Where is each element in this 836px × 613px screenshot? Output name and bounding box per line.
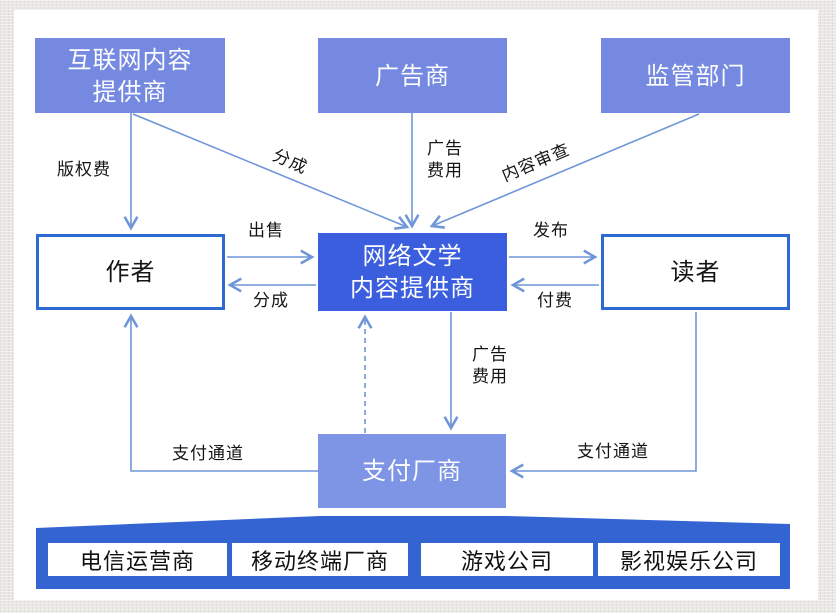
arrow-share-from-icp (132, 113, 410, 230)
edge-label-ad-fee-top: 广告 费用 (427, 138, 463, 182)
node-reader: 读者 (601, 234, 790, 310)
node-advertiser: 广告商 (318, 38, 507, 113)
edge-label-line: 费用 (472, 367, 508, 387)
arrow-payment-channel-right (509, 312, 697, 479)
edge-label-ad-fee-bottom: 广告 费用 (472, 344, 508, 388)
node-label: 互联网内容 (67, 45, 193, 74)
node-label: 广告商 (375, 61, 450, 90)
node-payment-vendor: 支付厂商 (318, 434, 506, 508)
bar-item-film-entertainment-company: 影视娱乐公司 (598, 543, 780, 576)
edge-label-publish: 发布 (533, 221, 569, 241)
node-internet-content-provider: 互联网内容 提供商 (35, 38, 225, 113)
edge-label-payment-channel-left: 支付通道 (172, 444, 244, 464)
node-label: 内容提供商 (350, 274, 475, 302)
node-online-literature-provider: 网络文学 内容提供商 (318, 233, 507, 311)
node-label: 监管部门 (645, 61, 746, 90)
arrow-content-review (429, 113, 700, 229)
node-label: 读者 (670, 258, 721, 286)
node-label: 网络文学 (362, 242, 463, 270)
edge-label-copyright-fee: 版权费 (57, 160, 111, 180)
edge-label-sell: 出售 (248, 221, 284, 241)
edge-label-pay: 付费 (537, 291, 573, 311)
edge-label-share-to-author: 分成 (253, 291, 289, 311)
edge-label-payment-channel-right: 支付通道 (577, 442, 649, 462)
node-label: 作者 (105, 258, 156, 286)
node-author: 作者 (36, 234, 225, 310)
bar-item-telecom-operator: 电信运营商 (48, 543, 227, 576)
node-label: 支付厂商 (362, 457, 462, 485)
node-label: 提供商 (92, 77, 168, 106)
arrow-payment-channel-left (123, 313, 318, 472)
edge-label-line: 广告 (427, 139, 463, 159)
edge-label-line: 费用 (427, 161, 463, 181)
bar-item-game-company: 游戏公司 (421, 543, 593, 576)
node-regulator: 监管部门 (601, 38, 790, 113)
edge-label-line: 广告 (472, 345, 508, 365)
bar-item-mobile-terminal-vendor: 移动终端厂商 (232, 543, 408, 576)
